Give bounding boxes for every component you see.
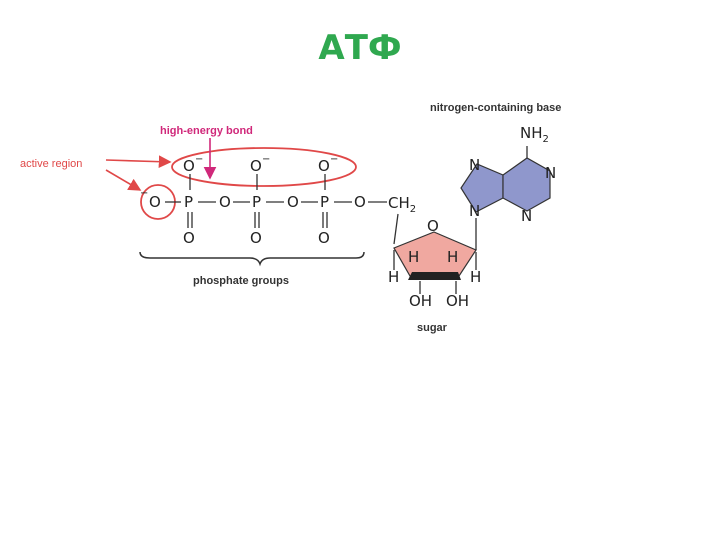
o-atom: O [318, 229, 330, 247]
nitrogen-base-label: nitrogen-containing base [430, 102, 561, 114]
o-minus-charge: − [330, 154, 338, 165]
n-atom: N [521, 207, 532, 225]
o-minus-charge: − [140, 188, 148, 199]
n-atom: N [469, 156, 480, 174]
o-atom: O [183, 157, 195, 175]
active-region-arrow-lower [105, 169, 142, 191]
p-atom: P [320, 193, 329, 211]
high-energy-bond-label: high-energy bond [160, 125, 253, 137]
p-atom: P [184, 193, 193, 211]
phosphate-chain: − O P O − O O P O − O O P O − O O [140, 154, 416, 247]
adenine-base: N N N N NH2 [460, 124, 556, 225]
nh2-group: NH2 [520, 124, 549, 145]
n-atom: N [545, 164, 556, 182]
o-atom: O [318, 157, 330, 175]
o-minus-charge: − [195, 154, 203, 165]
ch2-group: CH2 [388, 194, 416, 215]
h-atom: H [447, 248, 458, 266]
page-title: АТФ [318, 28, 402, 68]
phosphate-groups-label: phosphate groups [193, 275, 289, 287]
oh-group: OH [446, 292, 469, 310]
o-atom: O [250, 229, 262, 247]
active-region-label: active region [20, 158, 82, 170]
high-energy-ellipse [171, 147, 357, 187]
h-atom: H [470, 268, 481, 286]
o-atom: O [287, 193, 299, 211]
active-region-arrow-upper [105, 155, 172, 169]
p-atom: P [252, 193, 261, 211]
ring-o-atom: O [427, 217, 439, 235]
o-atom: O [354, 193, 366, 211]
ribose-sugar: O H H H H OH OH [388, 213, 481, 310]
o-minus-charge: − [262, 154, 270, 165]
n-atom: N [469, 202, 480, 220]
o-atom: O [183, 229, 195, 247]
o-atom: O [250, 157, 262, 175]
h-atom: H [408, 248, 419, 266]
o-atom: O [149, 193, 161, 211]
phosphate-brace [139, 251, 365, 267]
oh-group: OH [409, 292, 432, 310]
o-atom: O [219, 193, 231, 211]
sugar-label: sugar [417, 322, 448, 334]
h-atom: H [388, 268, 399, 286]
